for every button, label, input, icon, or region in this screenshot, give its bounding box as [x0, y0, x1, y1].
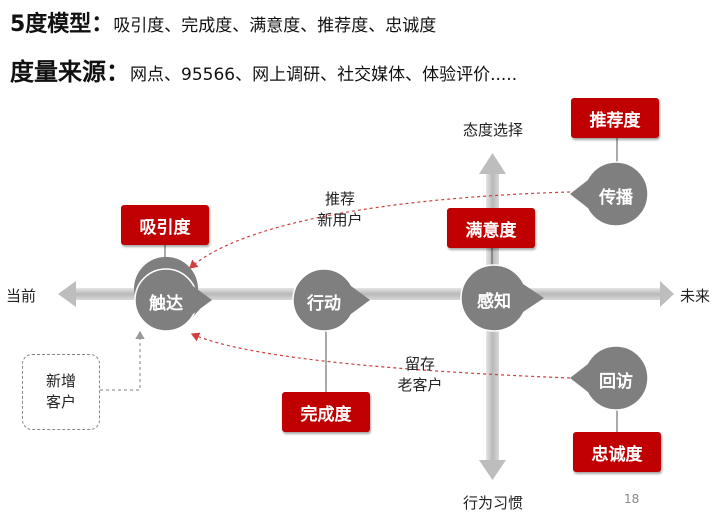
node-touch [134, 256, 212, 332]
recommend-flow-arrow [189, 191, 571, 269]
tag-attraction: 吸引度 [121, 205, 209, 245]
source-line: 度量来源：网点、95566、网上调研、社交媒体、体验评价..... [10, 52, 517, 87]
node-perceive-label: 感知 [477, 292, 511, 312]
node-spread-label: 传播 [599, 188, 633, 208]
node-perceive [460, 264, 544, 332]
node-touch-label: 触达 [149, 294, 183, 314]
source-label: 度量来源： [10, 58, 130, 86]
model-text: 吸引度、完成度、满意度、推荐度、忠诚度 [113, 16, 437, 36]
recommend-note-line2: 新用户 [317, 211, 363, 229]
tag-loyalty: 忠诚度 [573, 432, 661, 472]
new-customer-line1: 新增 [45, 372, 76, 390]
model-label: 5度模型： [10, 12, 114, 37]
axis-bottom-label: 行为习惯 [463, 494, 524, 512]
recommend-note: 推荐 新用户 [308, 189, 372, 231]
new-customer-line2: 客户 [45, 393, 76, 411]
source-text: 网点、95566、网上调研、社交媒体、体验评价..... [130, 65, 518, 85]
model-line: 5度模型：吸引度、完成度、满意度、推荐度、忠诚度 [10, 6, 436, 38]
node-revisit-label: 回访 [599, 372, 633, 392]
tag-completion: 完成度 [282, 392, 370, 432]
axis-left-label: 当前 [6, 287, 37, 305]
retain-note-line1: 留存 [404, 355, 435, 373]
new-customer-box: 新增 客户 [22, 354, 100, 430]
page-number: 18 [624, 492, 640, 506]
tag-satisfaction: 满意度 [447, 208, 535, 248]
node-revisit [570, 345, 649, 411]
retain-flow-arrow [190, 332, 571, 379]
axis-right-label: 未来 [680, 287, 711, 305]
retain-note: 留存 老客户 [388, 354, 452, 396]
recommend-note-line1: 推荐 [324, 190, 355, 208]
axis-top-label: 态度选择 [463, 121, 524, 139]
node-action [292, 268, 370, 332]
tag-recommendation: 推荐度 [571, 98, 659, 138]
node-action-label: 行动 [307, 294, 341, 314]
new-customer-flow-arrow [100, 330, 145, 391]
node-spread [570, 161, 649, 227]
retain-note-line2: 老客户 [397, 376, 443, 394]
